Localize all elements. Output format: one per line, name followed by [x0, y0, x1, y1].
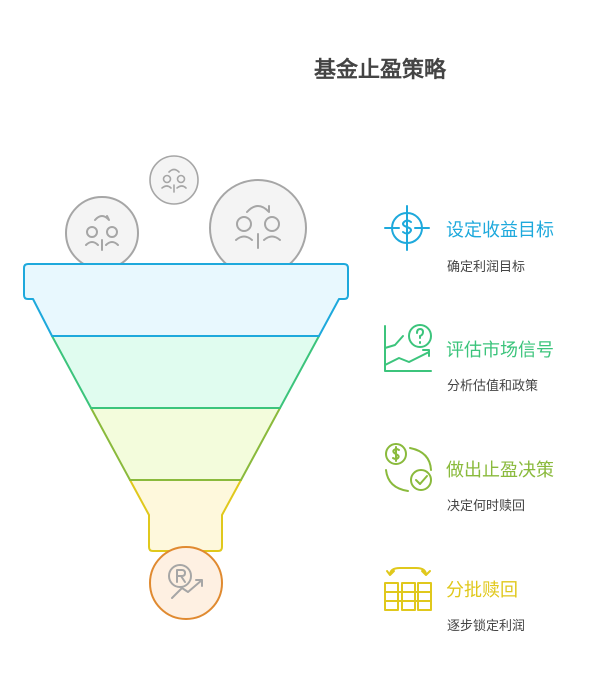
coin-people-icon — [149, 155, 199, 205]
dollar-target-icon — [384, 205, 430, 251]
stage-title: 做出止盈决策 — [446, 460, 554, 481]
coin-people-icon — [209, 179, 307, 277]
stage-title: 分批赎回 — [446, 580, 518, 601]
stage-subtitle: 逐步锁定利润 — [447, 619, 526, 634]
stage-subtitle: 确定利润目标 — [447, 260, 526, 275]
coin-people-icon — [65, 196, 139, 270]
funnel-stage-2 — [51, 335, 320, 409]
diagram-title: 基金止盈策略 — [313, 58, 446, 83]
stage-subtitle: 分析估值和政策 — [447, 379, 539, 394]
stage-subtitle: 决定何时赎回 — [447, 499, 526, 514]
funnel-stage-4 — [129, 479, 242, 552]
stage-title: 评估市场信号 — [446, 340, 554, 361]
chart-question-icon — [384, 324, 432, 372]
batch-redeem-icon — [384, 567, 432, 611]
funnel-stage-3 — [90, 407, 281, 481]
dollar-check-cycle-icon — [385, 443, 432, 492]
funnel-stage-1 — [23, 263, 349, 337]
stage-title: 设定收益目标 — [446, 220, 554, 241]
profit-growth-icon — [149, 546, 223, 620]
